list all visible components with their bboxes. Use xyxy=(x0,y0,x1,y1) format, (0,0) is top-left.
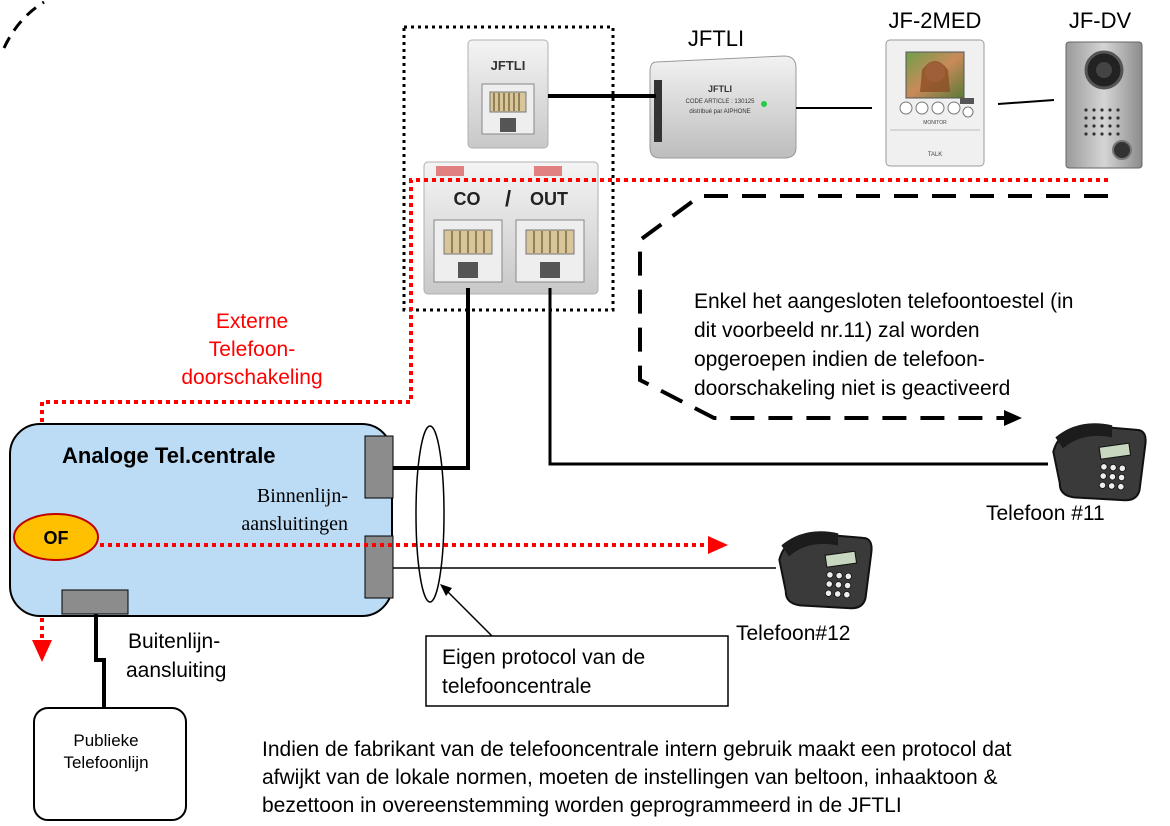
protocol-pointer-line xyxy=(447,591,493,637)
jf-dv-door-station: JF-DV xyxy=(1065,8,1143,169)
protocol-box-line2: telefooncentrale xyxy=(442,675,591,698)
protocol-pointer-arrowhead xyxy=(440,584,452,596)
internal-forwarding-arrowhead xyxy=(708,536,728,554)
pbx-body xyxy=(9,423,393,617)
public-line-box xyxy=(33,707,187,821)
external-forwarding-line3: doorschakeling xyxy=(181,366,322,389)
pbx-internal-label-line1: Binnenlijn- xyxy=(257,485,348,507)
public-line-line2: Telefoonlijn xyxy=(63,753,148,772)
jack-separator: / xyxy=(505,186,511,211)
jftli-unit: JFTLI JFTLI CODE ARTICLE : 130125 distri… xyxy=(649,26,797,159)
jack-group-dotted-frame xyxy=(402,25,615,312)
note-line1: Enkel het aangesloten telefoontoestel (i… xyxy=(694,290,1073,313)
jftli-device-label: JFTLI xyxy=(688,26,744,51)
phone11-label: Telefoon #11 xyxy=(986,502,1105,525)
external-forwarding-line2: Telefoon- xyxy=(209,338,295,361)
outside-connection-line1: Buitenlijn- xyxy=(128,630,220,653)
corner-dashed-arc xyxy=(2,0,45,49)
jftli-unit-text2: CODE ARTICLE : 130125 xyxy=(686,99,756,105)
note-line4: doorschakeling niet is geactiveerd xyxy=(694,377,1010,400)
jftli-led xyxy=(761,101,767,107)
co-jack-to-pbx-wire xyxy=(393,288,470,470)
public-line-line1: Publieke xyxy=(73,731,138,750)
protocol-box xyxy=(425,635,729,707)
jftli-unit-text3: distribué par AIPHONE xyxy=(689,109,750,115)
pbx-internal-label-line2: aansluitingen xyxy=(241,513,348,535)
no-forwarding-arrowhead xyxy=(1004,410,1022,426)
phone-12-icon xyxy=(778,531,873,610)
analog-pbx: Analoge Tel.centrale Binnenlijn- aanslui… xyxy=(9,423,394,617)
co-out-jack-block: CO / OUT xyxy=(423,161,599,295)
no-forwarding-dashed-path xyxy=(638,194,1108,420)
co-label: CO xyxy=(454,189,481,209)
door-station-label: JF-DV xyxy=(1069,8,1132,33)
outside-connection-line2: aansluiting xyxy=(126,659,226,682)
jftli-top-jack: JFTLI xyxy=(467,39,549,149)
external-forwarding-line1: Externe xyxy=(216,310,288,333)
out-label: OUT xyxy=(530,189,568,209)
pbx-title: Analoge Tel.centrale xyxy=(62,443,276,468)
external-forwarding-path xyxy=(40,178,1108,640)
note-line3: opgeroepen indien de telefoon- xyxy=(694,348,985,371)
monitor-talk-label: TALK xyxy=(928,152,943,158)
pbx-outside-port xyxy=(61,589,129,615)
out-jack-to-phone11-wire xyxy=(548,288,1048,466)
monitor-to-door-line xyxy=(997,99,1055,105)
footnote-line1: Indien de fabrikant van de telefooncentr… xyxy=(262,738,1012,761)
footnote-line3: bezettoon in overeenstemming worden gepr… xyxy=(262,794,902,817)
note-line2: dit voorbeeld nr.11) zal worden xyxy=(694,319,980,342)
jftli-unit-text1: JFTLI xyxy=(708,84,732,94)
footnote-line2: afwijkt van de lokale normen, moeten de … xyxy=(262,766,997,789)
pbx-port-upper xyxy=(364,435,394,499)
jf-2med-monitor: JF-2MED MONITOR TALK xyxy=(885,8,985,167)
phone12-label: Telefoon#12 xyxy=(736,622,850,645)
top-jack-label: JFTLI xyxy=(491,58,526,73)
monitor-buttons-label: MONITOR xyxy=(923,120,947,126)
protocol-box-line1: Eigen protocol van de xyxy=(442,646,645,669)
monitor-label: JF-2MED xyxy=(889,8,982,33)
wire-bundle-ellipse xyxy=(415,425,445,603)
pbx-to-public-line-wire xyxy=(94,614,106,708)
phone-11-icon xyxy=(1052,423,1147,502)
of-label: OF xyxy=(44,528,69,548)
external-forwarding-arrowhead xyxy=(32,640,52,662)
of-badge xyxy=(13,513,99,561)
